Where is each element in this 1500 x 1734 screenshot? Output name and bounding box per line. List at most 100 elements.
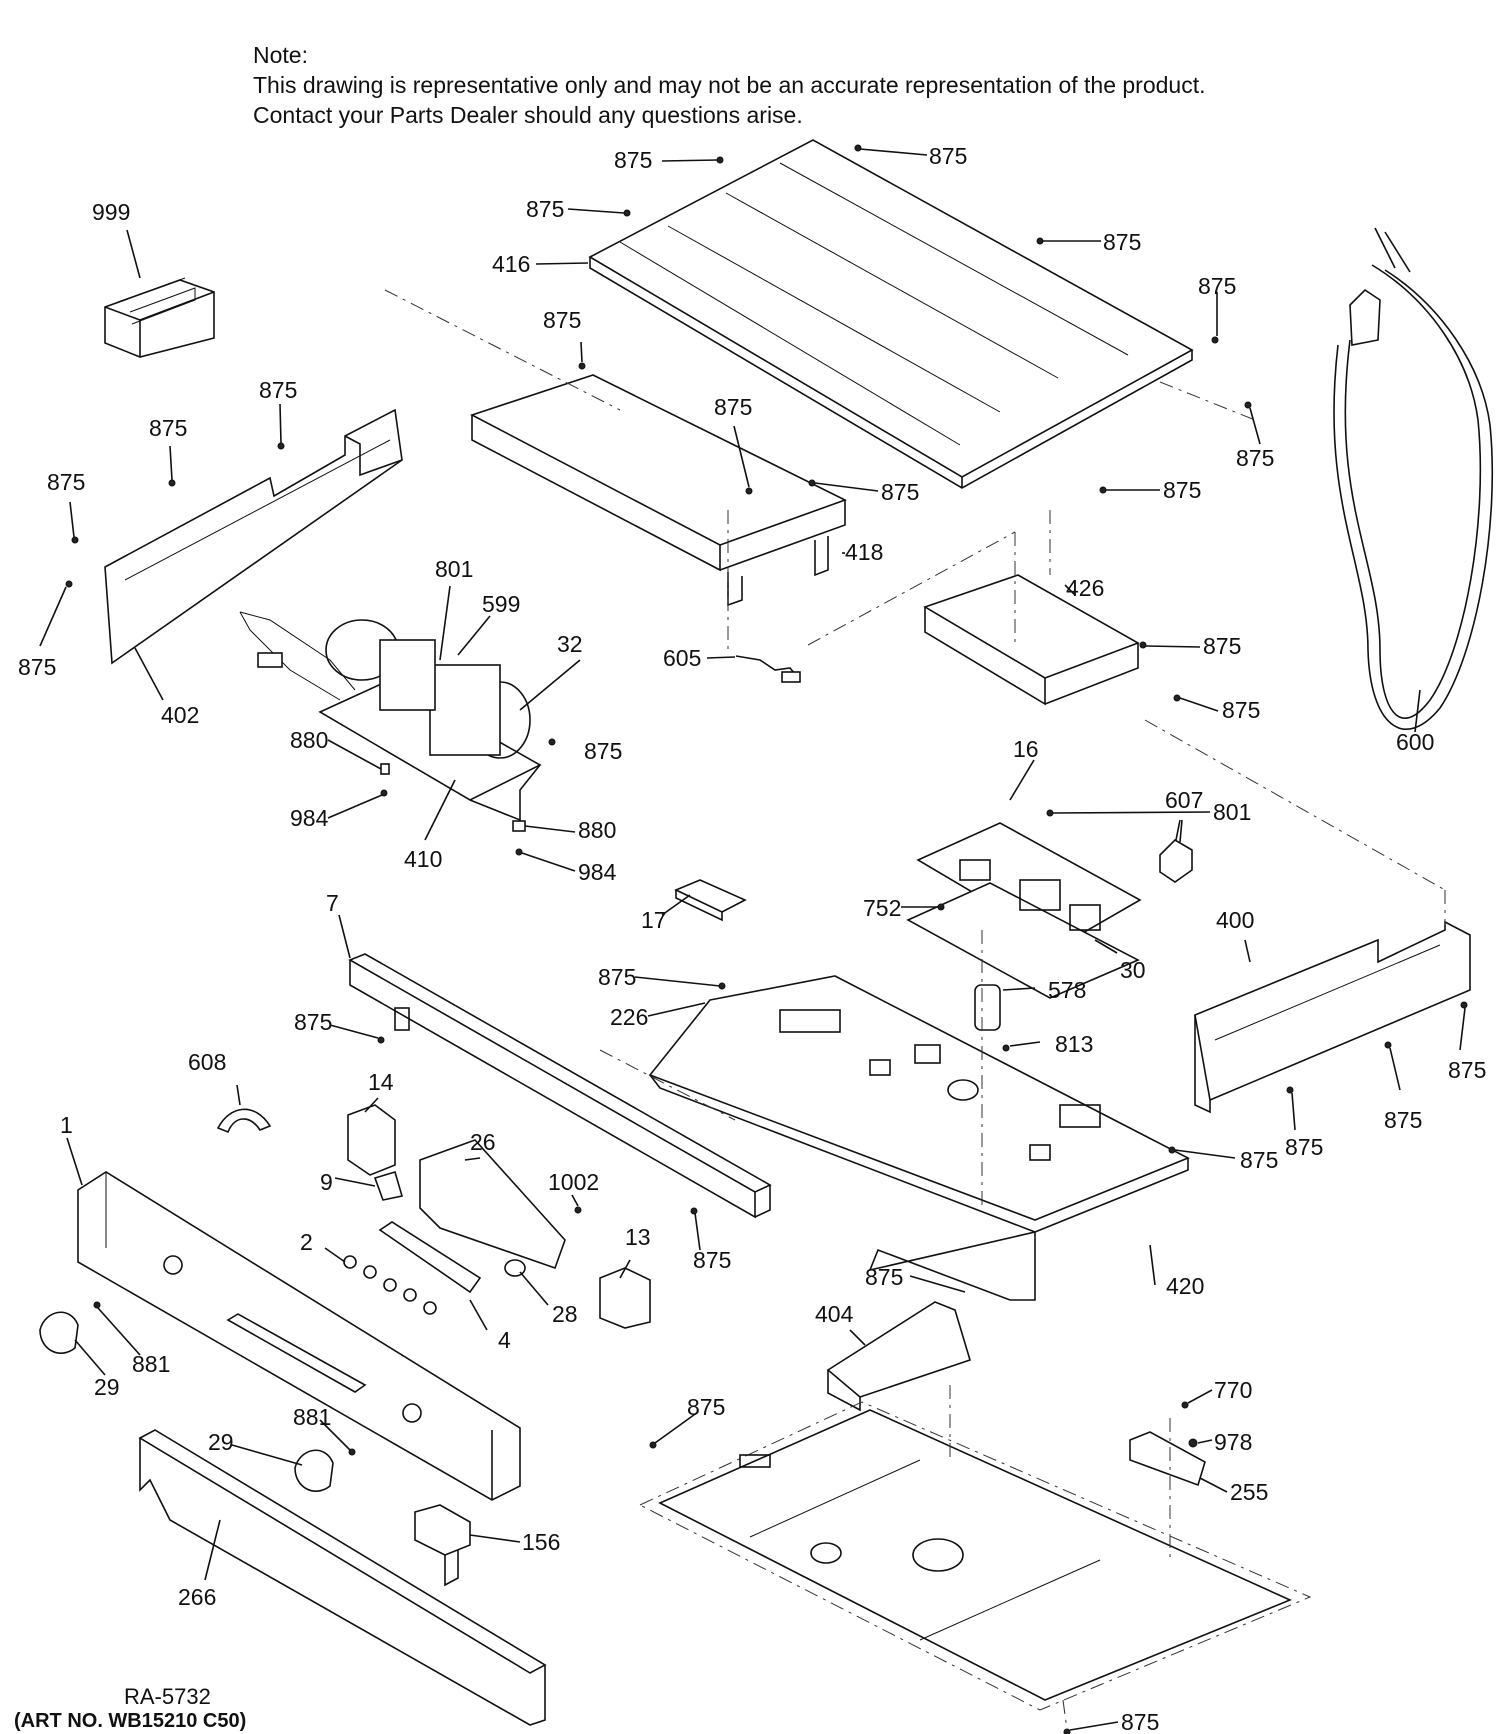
label-600: 600 [1396,729,1434,755]
label-984-a: 984 [290,805,329,831]
note-heading: Note: [253,42,308,68]
part-1-control-panel [77,1171,521,1501]
label-416: 416 [492,251,530,277]
label-28: 28 [552,1301,578,1327]
label-226: 226 [610,1004,648,1030]
label-770: 770 [1214,1377,1252,1403]
label-978: 978 [1214,1429,1252,1455]
label-875-u: 875 [1384,1107,1422,1133]
leader-lines [39,148,1466,1731]
part-416-top-cover [588,139,1252,494]
label-605: 605 [663,645,701,671]
part-bottom-tray [638,1401,1312,1734]
label-607: 607 [1165,787,1203,813]
label-875-e: 875 [1198,273,1236,299]
part-266-trim [138,1429,547,1726]
label-255: 255 [1230,1479,1268,1505]
part-255-terminal-block [1129,1401,1206,1487]
label-32: 32 [557,631,583,657]
part-402-panel [65,408,403,665]
label-801-a: 801 [435,556,473,582]
part-426-bracket [923,574,1181,706]
label-875-s: 875 [1448,1057,1486,1083]
label-875-m: 875 [47,469,85,495]
part-404-bracket [826,1301,971,1412]
part-607-component [1159,819,1193,883]
label-1002: 1002 [548,1169,599,1195]
label-875-w: 875 [1240,1147,1278,1173]
label-420: 420 [1166,1273,1204,1299]
part-608-clip [216,1108,272,1134]
part-29-knobs [39,1311,334,1492]
note-line-2: Contact your Parts Dealer should any que… [253,102,803,128]
label-875-y: 875 [865,1264,903,1290]
label-9: 9 [320,1169,333,1195]
part-13-board [599,1267,651,1329]
label-875-o: 875 [1203,633,1241,659]
label-266: 266 [178,1584,216,1610]
part-9-board [373,1171,404,1201]
part-156-switch [414,1504,471,1587]
label-875-aa: 875 [1121,1709,1159,1734]
label-880-b: 880 [578,817,616,843]
label-29-b: 29 [208,1429,234,1455]
part-600-power-cord [1333,227,1494,730]
part-418-housing [469,362,848,607]
label-875-d: 875 [1103,229,1141,255]
diagram-ref: RA-5732 [124,1684,211,1709]
part-2-4-switch-row [343,1221,482,1315]
part-605-harness [735,655,801,683]
part-420-shelf [648,975,1190,1301]
diagram-note: Note: This drawing is representative onl… [253,40,1206,130]
part-14-board [347,1104,396,1176]
label-875-a: 875 [614,147,652,173]
label-578: 578 [1048,977,1086,1003]
label-1: 1 [60,1112,73,1138]
label-875-g: 875 [1236,445,1274,471]
label-402: 402 [161,702,199,728]
note-line-1: This drawing is representative only and … [253,72,1206,98]
part-400-panel [1194,920,1471,1114]
part-17-small-board [674,879,747,922]
label-875-z: 875 [687,1394,725,1420]
label-875-f: 875 [543,307,581,333]
diagram-footer: RA-5732 (ART NO. WB15210 C50) [14,1684,246,1733]
label-875-l: 875 [1163,477,1201,503]
label-410: 410 [404,846,442,872]
part-999-box [104,277,215,358]
label-30: 30 [1120,957,1146,983]
label-4: 4 [498,1327,511,1353]
label-881-b: 881 [293,1404,331,1430]
label-426: 426 [1066,575,1104,601]
part-32-blower [239,611,556,822]
label-599: 599 [482,591,520,617]
label-875-i: 875 [149,415,187,441]
label-13: 13 [625,1224,651,1250]
label-875-p: 875 [1222,697,1260,723]
label-29-a: 29 [94,1374,120,1400]
part-labels: 999 416 875 875 875 875 875 875 875 875 … [18,143,1486,1734]
label-984-b: 984 [578,859,617,885]
label-26: 26 [470,1129,496,1155]
label-875-b: 875 [929,143,967,169]
part-578-capacitor [974,984,1010,1052]
label-881-a: 881 [132,1351,170,1377]
label-875-h: 875 [259,377,297,403]
art-number: (ART NO. WB15210 C50) [14,1710,247,1732]
label-156: 156 [522,1529,560,1555]
part-16-control-board [906,809,1142,999]
label-875-j: 875 [714,394,752,420]
label-875-q: 875 [584,738,622,764]
label-875-n: 875 [18,654,56,680]
label-16: 16 [1013,736,1039,762]
part-26-board [419,1139,582,1270]
label-999: 999 [92,199,130,225]
part-7-rail [348,953,772,1219]
label-813: 813 [1055,1031,1093,1057]
label-875-x: 875 [693,1247,731,1273]
label-7: 7 [326,890,339,916]
label-17: 17 [641,907,667,933]
label-752: 752 [863,895,901,921]
label-14: 14 [368,1069,394,1095]
